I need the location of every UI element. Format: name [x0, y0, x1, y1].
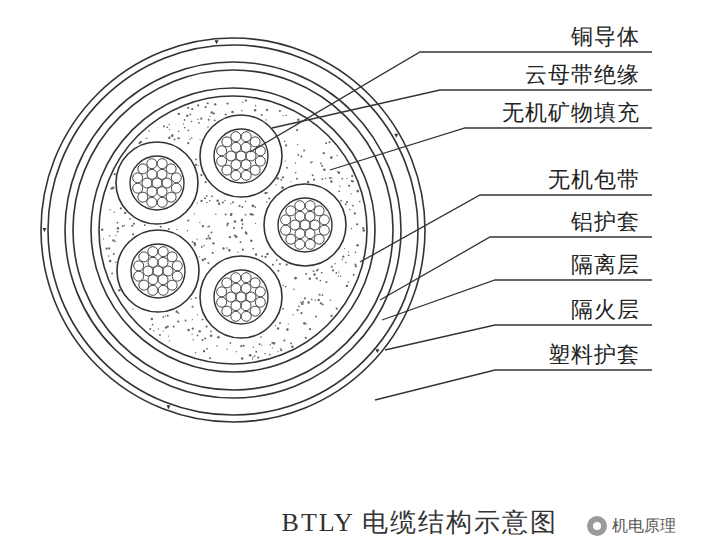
figure-caption: BTLY 电缆结构示意图	[282, 510, 559, 536]
inorganic-tape-ring	[91, 88, 375, 372]
insulated-core	[264, 184, 346, 266]
watermark: 机电原理	[612, 518, 676, 534]
leader-lines	[250, 52, 652, 400]
insulated-core	[200, 256, 282, 338]
insulated-core	[117, 230, 199, 312]
part-label: 隔离层	[571, 254, 640, 276]
part-label: 隔火层	[571, 299, 640, 321]
aluminium-sheath-ring	[73, 70, 393, 390]
leader-line	[272, 90, 652, 128]
plastic-sheath-ring	[41, 38, 425, 422]
part-label: 铜导体	[571, 26, 640, 48]
fire-barrier-ring	[48, 45, 418, 415]
insulated-core	[116, 142, 198, 224]
leader-line	[250, 52, 652, 152]
leader-line	[375, 370, 652, 400]
filler-boundary	[99, 96, 367, 364]
part-label: 无机矿物填充	[502, 102, 640, 124]
part-label: 铝护套	[571, 211, 640, 233]
insulated-core	[200, 115, 282, 197]
part-label: 塑料护套	[548, 344, 640, 366]
separation-ring	[65, 62, 401, 398]
part-label: 无机包带	[548, 169, 640, 191]
leader-line	[330, 128, 652, 170]
watermark-icon	[587, 516, 607, 536]
leader-line	[382, 280, 652, 320]
mineral-filler-texture	[101, 99, 365, 359]
part-label: 云母带绝缘	[525, 64, 640, 86]
leader-line	[380, 237, 652, 300]
leader-line	[360, 195, 652, 262]
conductor-cores	[116, 115, 346, 338]
